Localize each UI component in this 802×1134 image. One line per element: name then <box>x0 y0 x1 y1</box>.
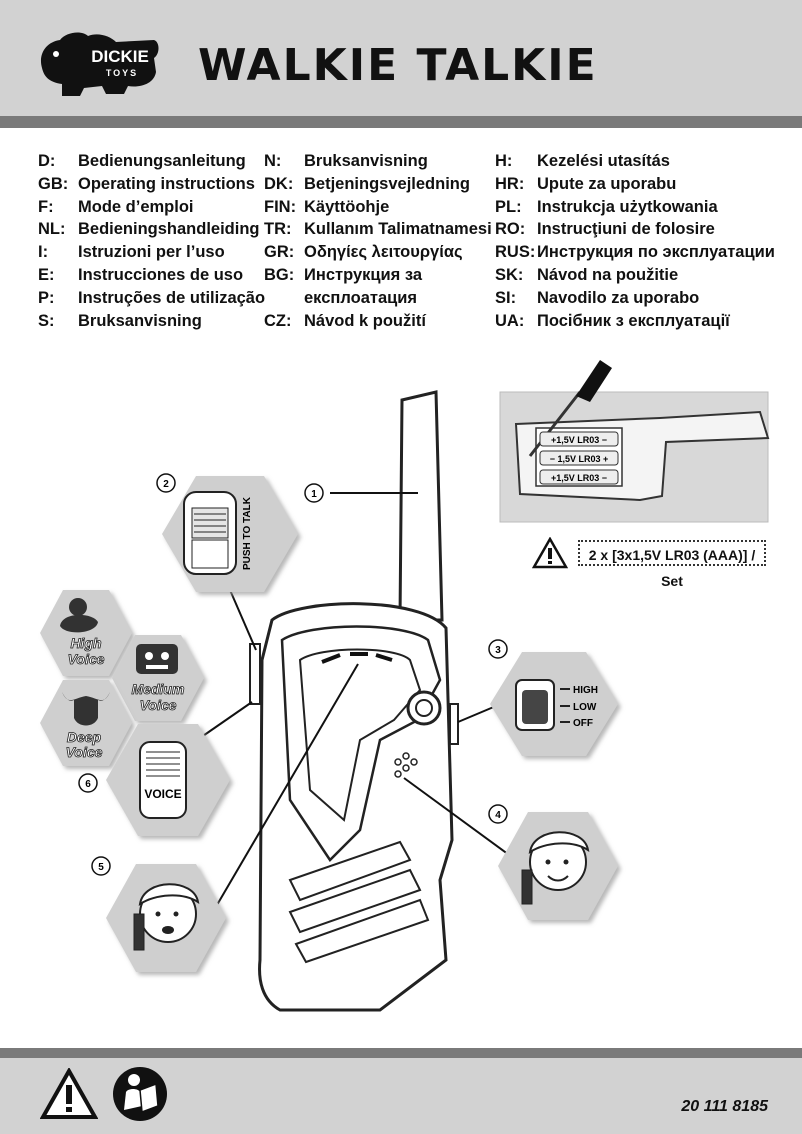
svg-text:OFF: OFF <box>573 718 593 729</box>
language-column-2: N:Bruksanvisning DK:Betjeningsvejledning… <box>264 150 492 332</box>
volume-wheel <box>449 703 459 745</box>
deep-voice-hexagon: Deep Voice <box>40 680 132 766</box>
walkie-talkie-illustration: +1,5V LR03 − − 1,5V LR03 + +1,5V LR03 − <box>40 360 770 1012</box>
svg-text:Medium: Medium <box>132 681 185 697</box>
walkie-talkie-body <box>249 390 459 1012</box>
volume-switch-hexagon: HIGH LOW OFF <box>490 652 618 756</box>
medium-voice-hexagon: Medium Voice <box>112 635 204 721</box>
language-item: HR:Upute za uporabu <box>495 174 677 193</box>
language-item: CZ:Návod k použití <box>264 311 426 330</box>
battery-cell-label: +1,5V LR03 − <box>551 435 607 445</box>
callout-6: 6 <box>78 773 98 793</box>
svg-text:5: 5 <box>98 862 104 873</box>
boy-icon <box>133 883 200 951</box>
svg-text:4: 4 <box>495 810 501 821</box>
read-manual-icon <box>113 1067 167 1121</box>
language-item: FIN:Käyttöohje <box>264 197 390 216</box>
language-item: P:Instruções de utilização <box>38 288 266 307</box>
svg-text:6: 6 <box>85 779 91 790</box>
dickie-toys-logo: DICKIE TOYS <box>40 32 159 96</box>
voice-button-hexagon: VOICE <box>106 724 230 836</box>
duck-icon <box>60 598 98 633</box>
logo-sub: TOYS <box>106 68 138 78</box>
svg-text:Voice: Voice <box>140 697 177 713</box>
language-item: BG:Инструкция за <box>264 265 423 284</box>
speaker-holes-icon <box>394 752 418 778</box>
language-item: F:Mode d’emploi <box>38 197 194 216</box>
robot-icon <box>136 644 178 674</box>
language-item: TR:Kullanım Talimatnamesi <box>264 220 492 239</box>
push-to-talk-label: PUSH TO TALK <box>242 496 253 570</box>
language-item: NL:Bedieningshandleiding <box>38 220 260 239</box>
battery-note: 2 x [3x1,5V LR03 (AAA)] / Set <box>578 540 766 589</box>
svg-text:Voice: Voice <box>66 744 103 760</box>
article-code: 20 111 8185 <box>681 1098 768 1115</box>
svg-text:HIGH: HIGH <box>573 685 598 696</box>
header-bar <box>0 116 802 128</box>
language-item: E:Instrucciones de uso <box>38 265 244 284</box>
callout-5: 5 <box>91 856 111 876</box>
language-item: RO:Instrucţiuni de folosire <box>495 220 715 239</box>
boy-listening-hexagon <box>498 812 618 920</box>
battery-cell-label: − 1,5V LR03 + <box>550 454 609 464</box>
svg-text:2: 2 <box>163 479 169 490</box>
screwdriver-icon <box>528 360 612 457</box>
page-title: WALKIE TALKIE <box>198 40 598 91</box>
battery-cell <box>539 450 619 466</box>
footer-bar <box>0 1048 802 1060</box>
boy-icon <box>521 831 590 905</box>
logo-brand: DICKIE <box>91 47 149 66</box>
callout-lines <box>199 492 517 935</box>
svg-text:LOW: LOW <box>573 702 597 713</box>
callout-2: 2 <box>156 473 176 493</box>
warning-triangle-icon <box>532 537 568 569</box>
language-item: RUS:Инструкция по эксплуатации <box>495 243 775 262</box>
battery-compartment-panel: +1,5V LR03 − − 1,5V LR03 + +1,5V LR03 − <box>499 360 770 523</box>
svg-text:Voice: Voice <box>68 651 105 667</box>
language-item: GR:Οδηγίες λειτουργίας <box>264 243 463 262</box>
language-item: SK:Návod na použitie <box>495 265 679 284</box>
language-item: експлоатация <box>304 288 418 307</box>
language-item: H:Kezelési utasítás <box>495 152 670 170</box>
language-column-1: D:Bedienungsanleitung GB:Operating instr… <box>38 150 265 332</box>
battery-cell-label: +1,5V LR03 − <box>551 473 607 483</box>
high-voice-hexagon: High Voice <box>40 590 132 676</box>
language-item: DK:Betjeningsvejledning <box>264 174 470 193</box>
language-item: UA:Посібник з експлуатації <box>495 311 730 330</box>
svg-text:High: High <box>70 635 101 651</box>
side-button <box>249 643 261 705</box>
warning-triangle-icon <box>40 1068 98 1119</box>
language-item: SI:Navodilo za uporabo <box>495 288 700 307</box>
language-item: PL:Instrukcja użytkowania <box>495 197 718 216</box>
callout-3: 3 <box>488 639 508 659</box>
language-item: I:Istruzioni per l’uso <box>38 243 225 262</box>
language-item: S:Bruksanvisning <box>38 311 202 330</box>
viking-icon <box>62 692 110 726</box>
callout-4: 4 <box>488 804 508 824</box>
push-to-talk-hexagon: PUSH TO TALK <box>162 476 298 592</box>
battery-cell <box>539 469 619 485</box>
boy-talking-hexagon <box>106 864 226 972</box>
svg-text:3: 3 <box>495 645 501 656</box>
language-item: GB:Operating instructions <box>38 174 255 193</box>
battery-cell <box>539 431 619 447</box>
language-item: N:Bruksanvisning <box>264 152 428 170</box>
voice-label: VOICE <box>144 787 181 801</box>
svg-text:Deep: Deep <box>67 729 102 745</box>
svg-text:1: 1 <box>311 489 317 500</box>
language-item: D:Bedienungsanleitung <box>38 152 246 170</box>
language-column-3: H:Kezelési utasítás HR:Upute za uporabu … <box>495 150 775 332</box>
callout-1: 1 <box>304 483 324 503</box>
